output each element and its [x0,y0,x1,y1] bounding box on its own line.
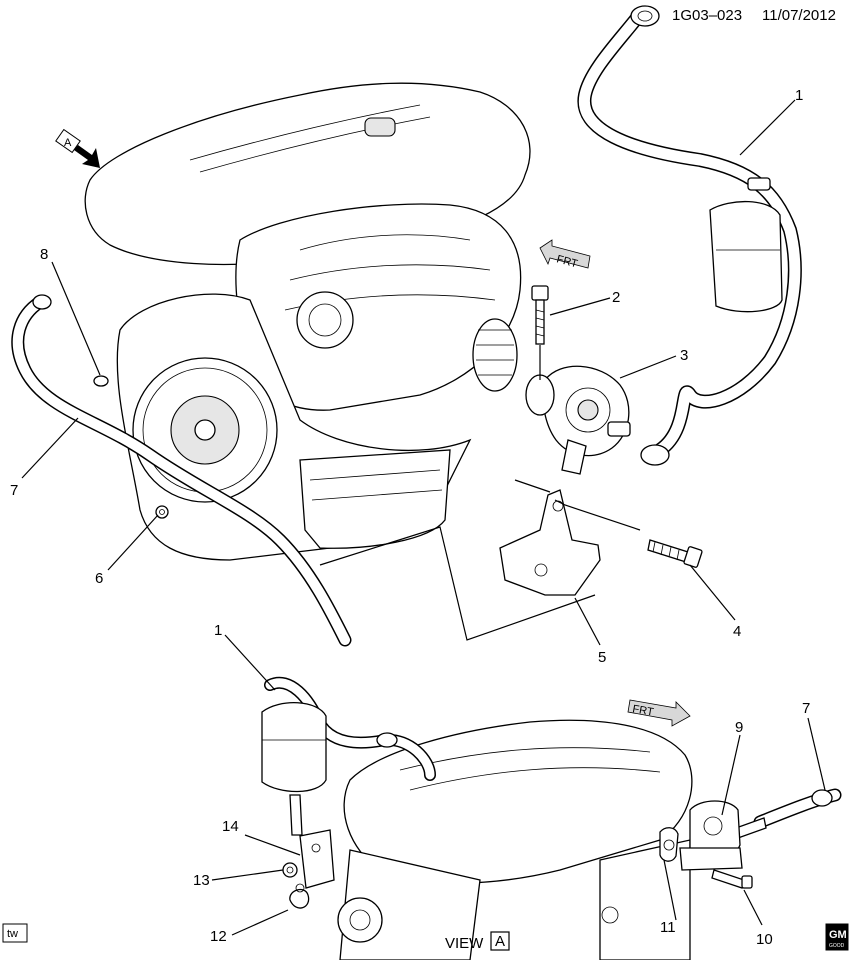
bracket-part-14 [299,829,335,889]
gm-logo-text: GM [829,929,847,941]
diagram-date: 11/07/2012 [762,7,836,24]
callout-11: 11 [660,919,676,936]
clamp-part-8 [93,375,109,387]
view-caption-text: VIEW [445,935,484,952]
callout-12: 12 [210,928,227,945]
callout-14: 14 [222,818,239,835]
pump-path-line [514,479,551,493]
view-caption-letter: A [495,933,505,950]
coolant-reservoir-upper [709,200,783,313]
coolant-reservoir-lower [261,701,327,836]
callout-1-upper: 1 [795,87,803,104]
diagram-id: 1G03–023 [672,7,742,24]
view-outline [319,526,596,641]
gasket-part-11 [659,827,679,862]
hose-part-7-upper [11,294,352,647]
callout-7-upper: 7 [10,482,18,499]
callout-9: 9 [735,719,743,736]
footer-tag-tw: tw [2,923,28,943]
footer-tw-text: tw [7,928,18,940]
water-pump-part-3 [525,365,631,475]
nut-part-6 [155,505,169,519]
view-a-marker: A [55,128,100,168]
callout-3: 3 [680,347,688,364]
upper-engine-illustration: A FRT [55,82,591,561]
bolt-part-10 [711,869,753,889]
coolant-hose-upper [577,5,802,466]
gm-logo-sub: GOOD [829,943,845,949]
bracket-part-5 [499,489,601,596]
bolt-part-2 [531,285,549,345]
frt-arrow-upper: FRT [539,239,591,270]
callout-1-lower: 1 [214,622,222,639]
callout-4: 4 [733,623,741,640]
callout-6: 6 [95,570,103,587]
view-a-caption: VIEW A [445,931,510,952]
bolt-path-line [554,499,641,531]
clip-part-12 [289,883,310,909]
frt-arrow-lower: FRT [627,699,691,727]
nut-part-13 [282,862,298,878]
view-a-letter: A [64,137,72,149]
callout-8: 8 [40,246,48,263]
callout-5: 5 [598,649,606,666]
gm-logo: GM GOOD [825,923,849,951]
coolant-hose-lower [264,676,436,781]
callout-2: 2 [612,289,620,306]
callout-labels: 1 2 3 4 5 6 7 8 1 7 9 10 11 12 13 14 [10,87,810,948]
frt-label-lower: FRT [631,703,654,719]
leader-lines [21,99,826,936]
thermostat-housing-part-9 [679,800,743,871]
hose-part-7-lower [735,788,842,839]
callout-10: 10 [756,931,773,948]
frt-label-upper: FRT [555,253,579,270]
callout-7-lower: 7 [802,700,810,717]
callout-13: 13 [193,872,210,889]
bolt-part-4 [647,539,703,568]
